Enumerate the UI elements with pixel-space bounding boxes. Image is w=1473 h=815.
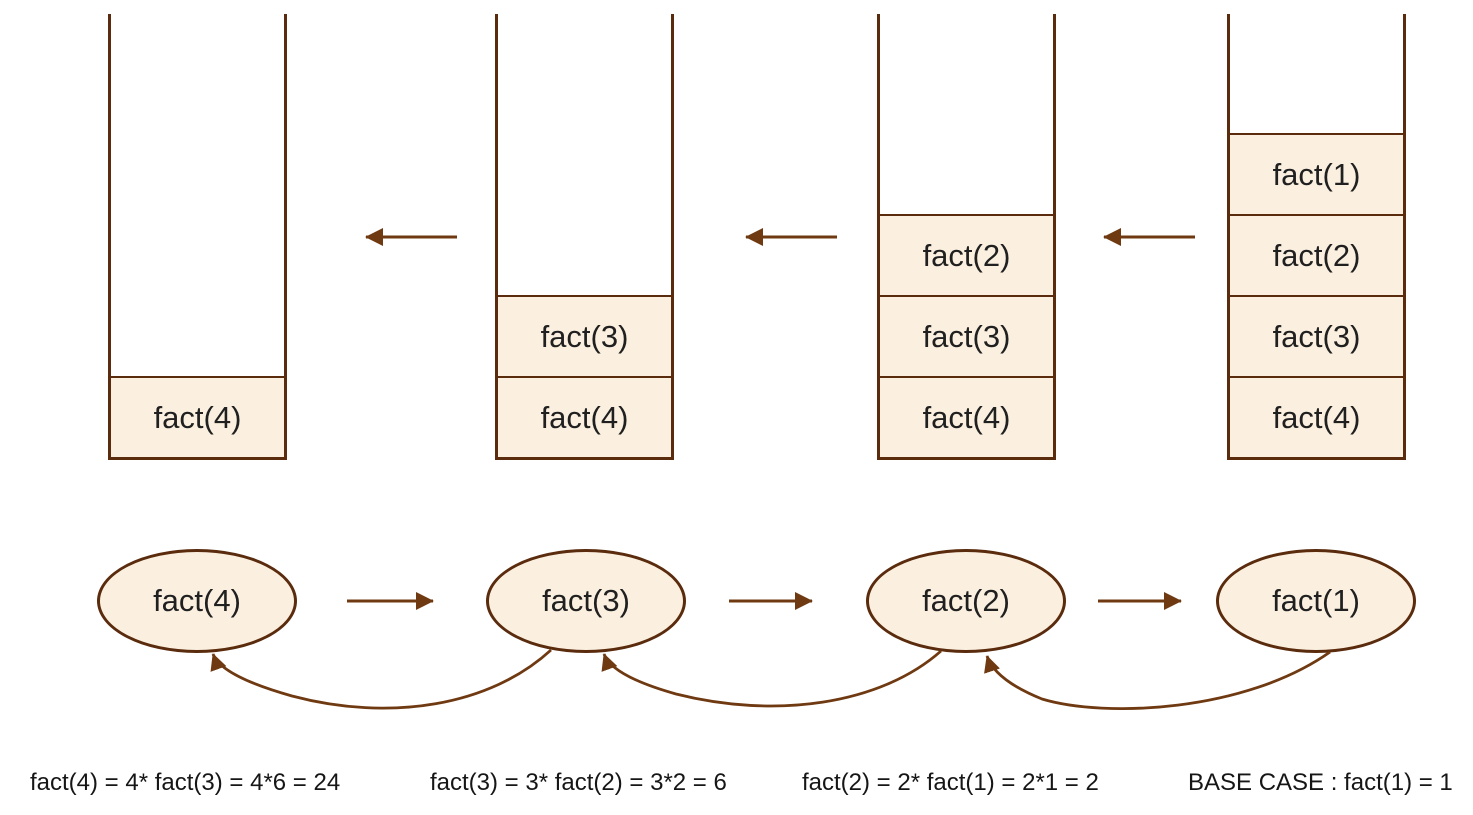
call-stack-3: fact(2) fact(3) fact(4): [877, 14, 1056, 460]
return-arrow-fact1-to-fact2: [984, 650, 1331, 710]
stack-frame: fact(4): [111, 376, 284, 457]
stack-frame: fact(4): [498, 376, 671, 457]
equation-fact4: fact(4) = 4* fact(3) = 4*6 = 24: [30, 769, 341, 796]
call-node-fact4: fact(4): [97, 549, 297, 653]
return-arrow-fact3-to-fact4: [210, 648, 552, 710]
stack-frame: fact(3): [1230, 295, 1403, 376]
call-node-fact3: fact(3): [486, 549, 686, 653]
equation-fact3: fact(3) = 3* fact(2) = 3*2 = 6: [430, 769, 727, 796]
stack-frame: fact(2): [880, 214, 1053, 295]
equation-base-case: BASE CASE : fact(1) = 1: [1188, 769, 1453, 796]
stack-frame: fact(3): [498, 295, 671, 376]
call-stack-4: fact(1) fact(2) fact(3) fact(4): [1227, 14, 1406, 460]
stack-frame: fact(1): [1230, 133, 1403, 214]
equation-fact2: fact(2) = 2* fact(1) = 2*1 = 2: [802, 769, 1099, 796]
stack-frame: fact(4): [880, 376, 1053, 457]
call-node-fact1: fact(1): [1216, 549, 1416, 653]
call-stack-2: fact(3) fact(4): [495, 14, 674, 460]
stack-frame: fact(2): [1230, 214, 1403, 295]
stack-frame: fact(3): [880, 295, 1053, 376]
call-node-fact2: fact(2): [866, 549, 1066, 653]
stack-frame: fact(4): [1230, 376, 1403, 457]
return-arrow-fact2-to-fact3: [601, 649, 942, 708]
call-stack-1: fact(4): [108, 14, 287, 460]
